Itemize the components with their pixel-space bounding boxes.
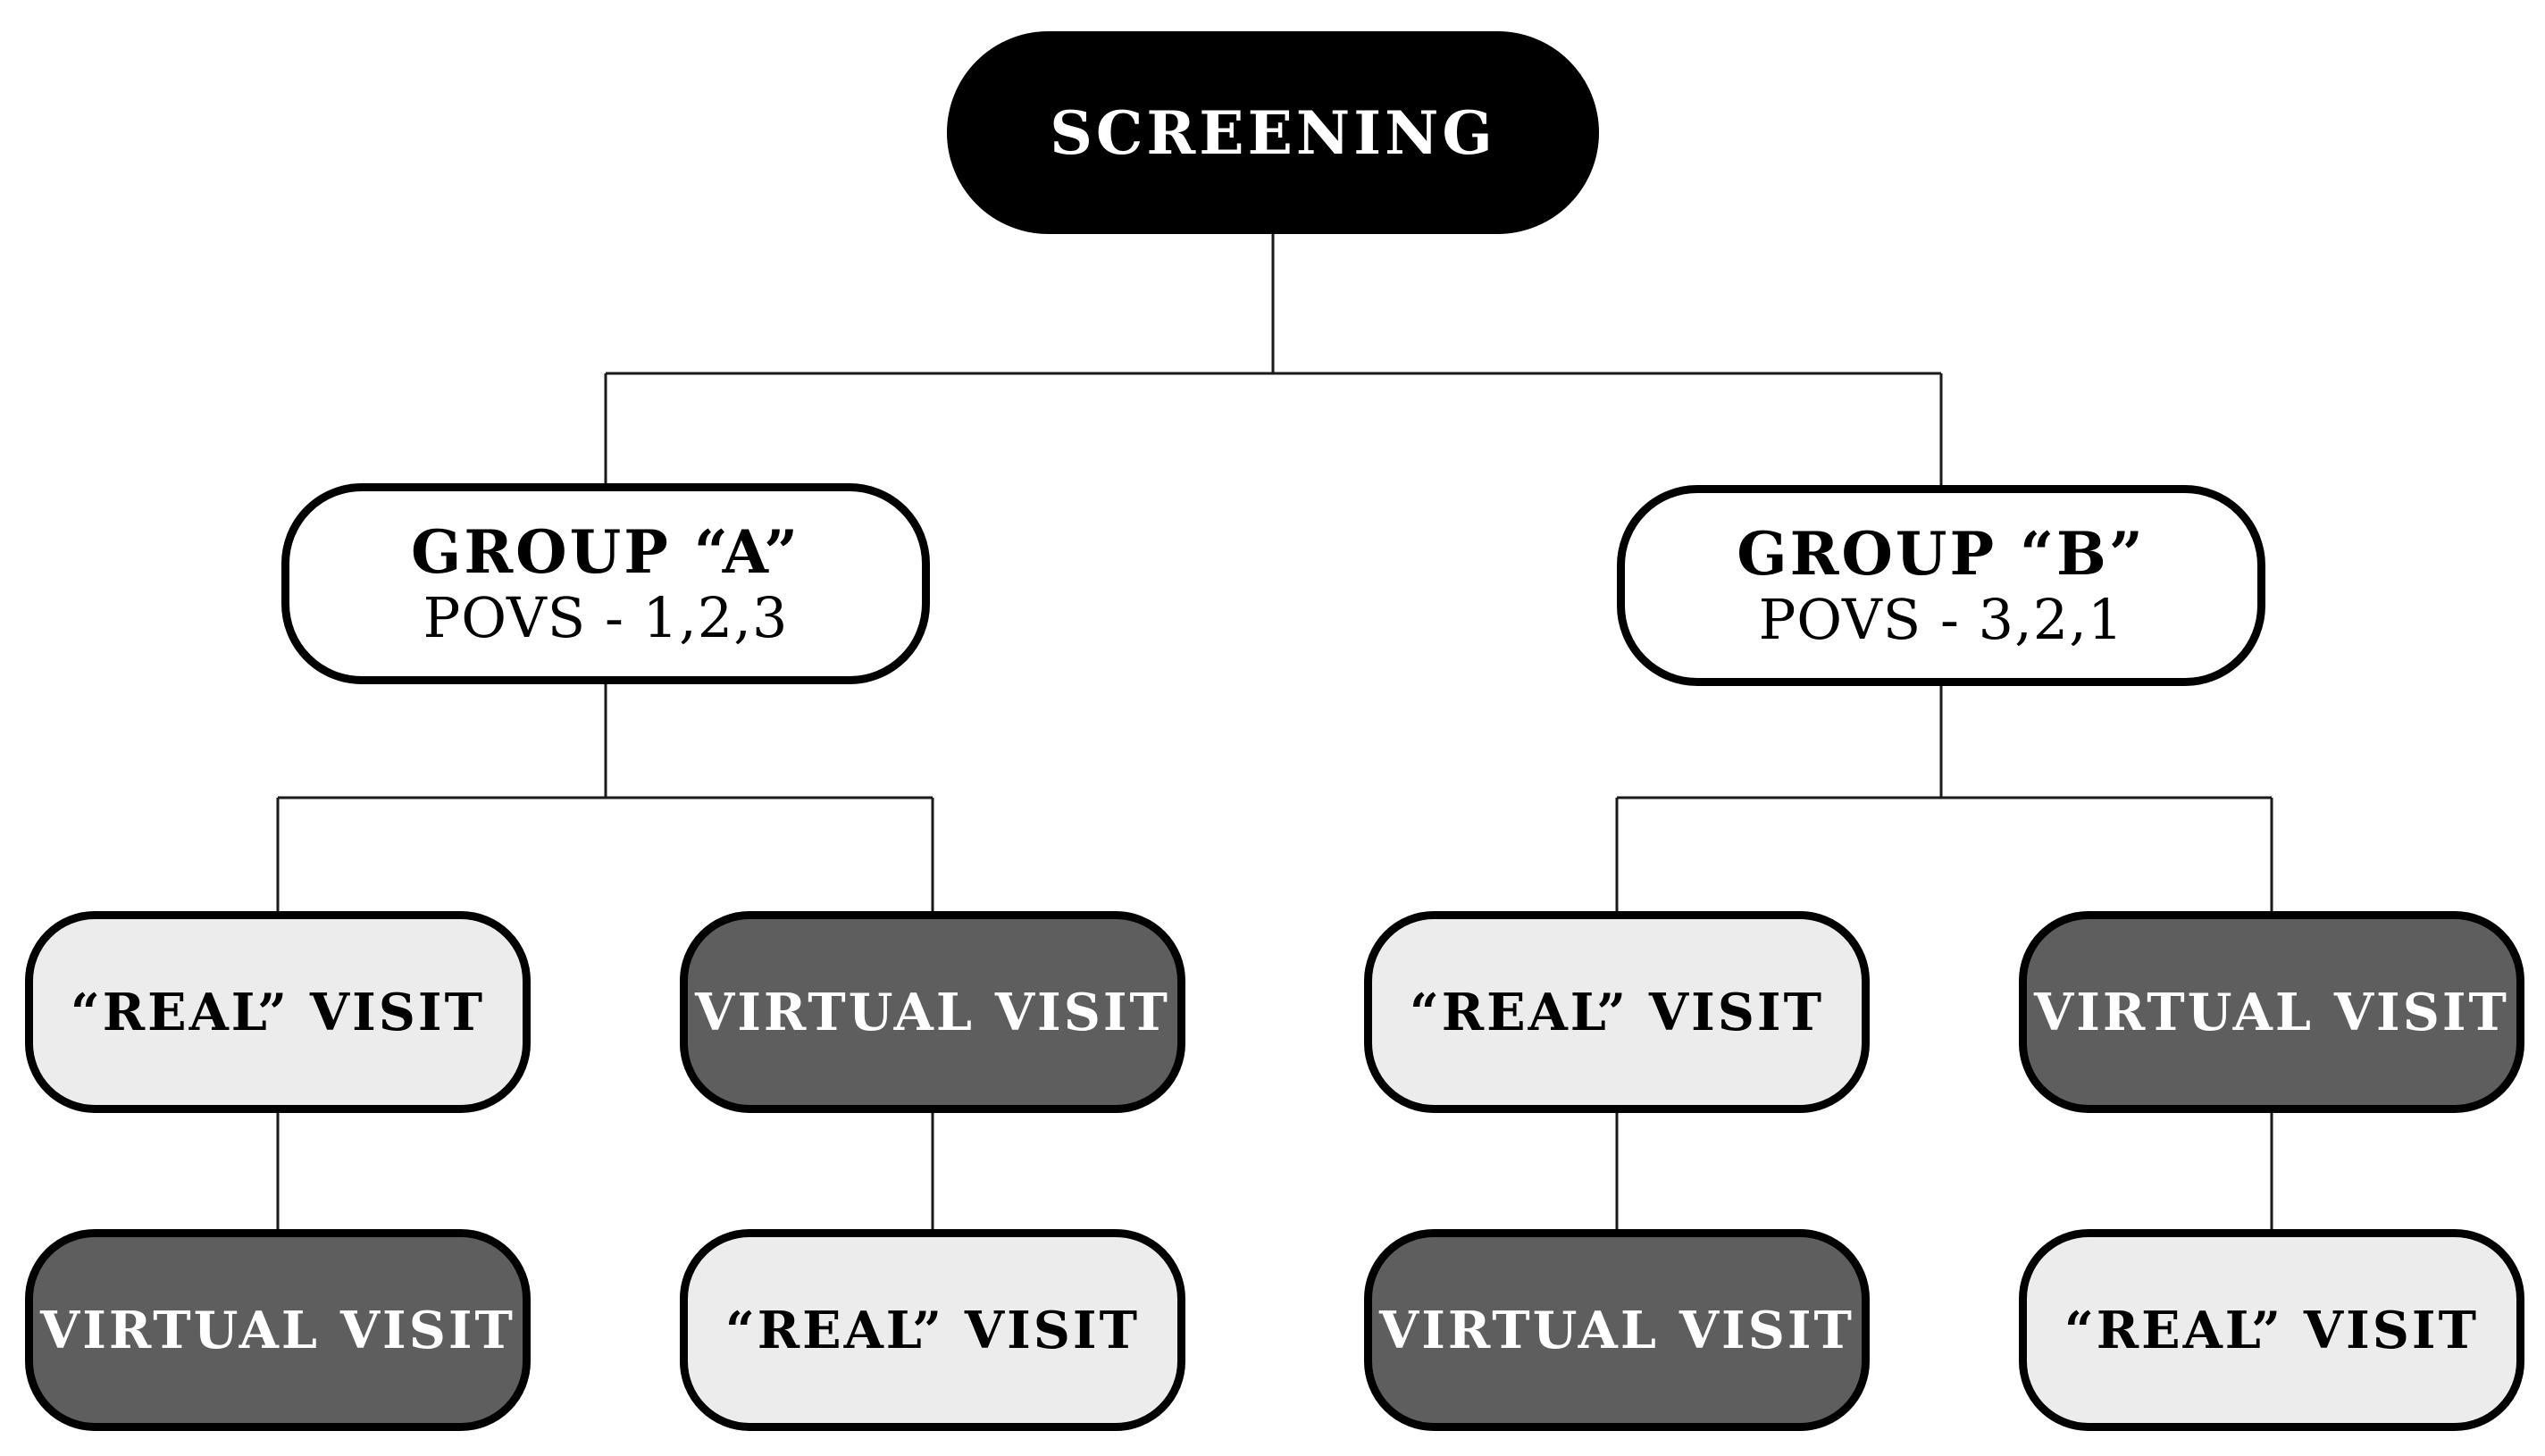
visit-label: “REAL” VISIT <box>724 1300 1140 1360</box>
visit-label: VIRTUAL VISIT <box>40 1300 515 1360</box>
group-a-subtitle: POVS - 1,2,3 <box>423 584 789 650</box>
visit-label: “REAL” VISIT <box>2064 1300 2479 1360</box>
group-b-branch-2-second-visit: “REAL” VISIT <box>2019 1229 2524 1431</box>
screening-node: SCREENING <box>947 31 1599 234</box>
visit-label: VIRTUAL VISIT <box>2034 982 2509 1042</box>
group-b-branch-1-second-visit: VIRTUAL VISIT <box>1364 1229 1870 1431</box>
visit-label: “REAL” VISIT <box>1409 982 1824 1042</box>
visit-label: VIRTUAL VISIT <box>1379 1300 1854 1360</box>
group-a-branch-2-first-visit: VIRTUAL VISIT <box>680 911 1185 1113</box>
group-a-branch-2-second-visit: “REAL” VISIT <box>680 1229 1185 1431</box>
visit-label: VIRTUAL VISIT <box>695 982 1170 1042</box>
group-b-subtitle: POVS - 3,2,1 <box>1758 586 2124 652</box>
group-a-title: GROUP “A” <box>410 516 801 587</box>
group-a-branch-1-second-visit: VIRTUAL VISIT <box>25 1229 531 1431</box>
group-b-branch-2-first-visit: VIRTUAL VISIT <box>2019 911 2524 1113</box>
group-a-branch-1-first-visit: “REAL” VISIT <box>25 911 531 1113</box>
group-a-node: GROUP “A” POVS - 1,2,3 <box>281 483 930 684</box>
screening-label: SCREENING <box>1050 97 1496 168</box>
group-b-node: GROUP “B” POVS - 3,2,1 <box>1617 485 2265 686</box>
visit-label: “REAL” VISIT <box>70 982 485 1042</box>
group-b-title: GROUP “B” <box>1737 518 2146 589</box>
group-b-branch-1-first-visit: “REAL” VISIT <box>1364 911 1870 1113</box>
